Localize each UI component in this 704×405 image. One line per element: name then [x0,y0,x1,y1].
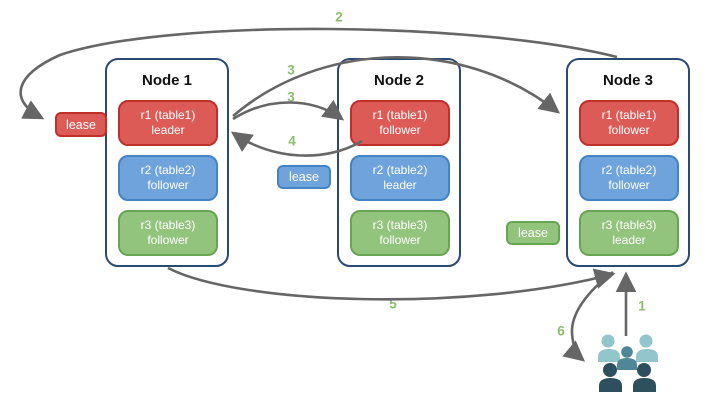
replica-range: r1 (table1) [601,108,657,122]
node2-panel: Node 2 r1 (table1) follower r2 (table2) … [337,58,461,267]
step-5-label: 5 [389,296,397,312]
node3-title: Node 3 [602,72,653,89]
node1-r2-replica: r2 (table2) follower [118,155,218,201]
replica-range: r1 (table1) [372,108,428,122]
replica-role: follower [147,233,189,247]
replica-range: r3 (table3) [140,218,196,232]
replica-range: r3 (table3) [372,218,428,232]
replica-range: r1 (table1) [140,108,196,122]
node3-panel: Node 3 r1 (table1) follower r2 (table2) … [566,58,690,267]
node3-r3-replica: r3 (table3) leader [579,210,679,256]
node2-title: Node 2 [373,72,424,89]
step-2-label: 2 [335,9,343,25]
step-3-label-short: 3 [287,89,295,105]
replica-role: follower [147,178,189,192]
replica-range: r3 (table3) [601,218,657,232]
replica-role: follower [608,178,650,192]
step-1-label: 1 [638,298,646,314]
replica-role: leader [383,178,417,192]
replica-role: follower [379,233,421,247]
node3-r2-replica: r2 (table2) follower [579,155,679,201]
replica-role: leader [612,233,646,247]
arrow-step-6 [562,270,614,362]
node2-r2-replica: r2 (table2) leader [350,155,450,201]
replica-range: r2 (table2) [140,163,196,177]
replica-role: follower [608,123,650,137]
replica-role: follower [379,123,421,137]
step-4-label: 4 [288,133,296,149]
replica-range: r2 (table2) [601,163,657,177]
replica-range: r2 (table2) [372,163,428,177]
lease-badge-r3: lease [506,221,560,245]
node2-r3-replica: r3 (table3) follower [350,210,450,256]
arrow-step-5 [167,266,616,301]
users-group-icon [598,334,658,392]
node2-r1-replica: r1 (table1) follower [350,100,450,146]
node3-r1-replica: r1 (table1) follower [579,100,679,146]
step-6-label: 6 [557,323,565,339]
step-3-label-long: 3 [287,62,295,78]
arrow-step-3-to-node2 [232,99,345,121]
replica-role: leader [151,123,185,137]
node1-title: Node 1 [141,72,192,89]
lease-badge-r1: lease [55,112,107,137]
node1-panel: Node 1 r1 (table1) leader r2 (table2) fo… [105,58,229,267]
node1-r3-replica: r3 (table3) follower [118,210,218,256]
node1-r1-replica: r1 (table1) leader [118,100,218,146]
lease-badge-r2: lease [277,165,331,189]
